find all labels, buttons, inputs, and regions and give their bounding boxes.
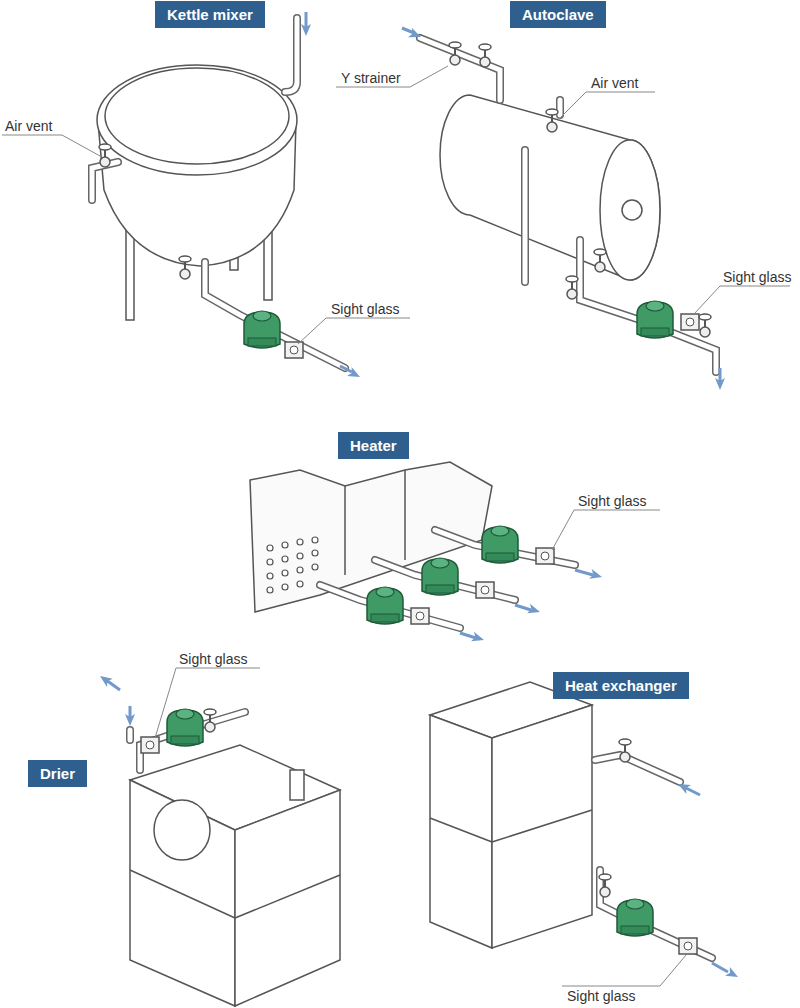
part-label: Sight glass — [178, 651, 248, 667]
part-label: Sight glass — [722, 269, 792, 285]
banner-title: Heat exchanger — [565, 677, 677, 694]
section-banner: Heater — [338, 432, 409, 459]
part-label: Sight glass — [577, 493, 647, 509]
part-label: Air vent — [590, 75, 639, 91]
section-banner: Autoclave — [510, 1, 606, 28]
section-banner: Drier — [28, 760, 87, 787]
banner-title: Drier — [40, 765, 75, 782]
banner-title: Kettle mixer — [167, 6, 253, 23]
section-banner: Heat exchanger — [553, 672, 689, 699]
section-banner: Kettle mixer — [155, 1, 265, 28]
part-label: Sight glass — [330, 301, 400, 317]
part-label: Sight glass — [566, 988, 636, 1004]
part-label: Y strainer — [340, 70, 402, 86]
banner-title: Heater — [350, 437, 397, 454]
part-label: Air vent — [4, 118, 53, 134]
banner-title: Autoclave — [522, 6, 594, 23]
